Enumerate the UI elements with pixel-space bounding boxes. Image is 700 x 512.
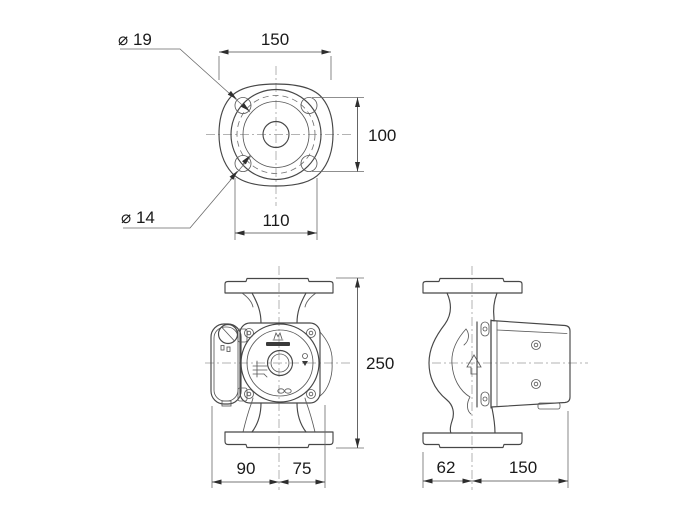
raised-face-inner-circle [242, 101, 310, 168]
callout-hole-inner: ⌀ 14 [121, 155, 252, 229]
dimension-top-width: 150 [218, 30, 332, 80]
dim-label-front-right: 75 [293, 459, 312, 478]
side-top-flange [422, 277, 523, 294]
side-bottom-flange [422, 432, 523, 449]
speed-setting-symbol [252, 360, 268, 378]
front-bottom-shoulders [242, 397, 316, 433]
callout-label-hole-outer: ⌀ 19 [118, 30, 152, 49]
dimension-side-bottom: 62 150 [422, 411, 569, 488]
top-view: 150 100 110 ⌀ 19 ⌀ 14 [118, 30, 396, 240]
dim-label-bolt-spacing: 110 [262, 211, 289, 230]
front-top-flange [224, 277, 334, 294]
plate-screws [244, 328, 316, 399]
knob-tick-1 [220, 345, 225, 351]
side-view: 62 150 [422, 266, 588, 490]
flange-outline [218, 83, 334, 187]
vent-plug-inner [270, 353, 290, 373]
dimension-front-bottom: 90 75 [211, 405, 326, 488]
raised-face-outer-circle [230, 88, 322, 181]
dim-label-side-right: 150 [509, 458, 537, 477]
cable-gland-tab [537, 402, 561, 410]
volute-outline [428, 292, 454, 434]
bolt-hole-top-left [234, 97, 252, 114]
direction-marking-icon [302, 353, 308, 366]
front-view: 250 90 75 [205, 266, 394, 490]
dim-label-side-left: 62 [437, 458, 456, 477]
dimension-bolt-spacing: 110 [234, 178, 318, 240]
dim-label-front-left: 90 [237, 459, 256, 478]
dim-label-front-height: 250 [366, 354, 394, 373]
bolt-hole-top-right [300, 97, 318, 114]
dimension-top-height: 100 [312, 97, 396, 172]
knob-pointer [221, 327, 235, 341]
front-top-neck [251, 292, 307, 324]
callout-hole-outer: ⌀ 19 [118, 30, 251, 113]
terminal-box [210, 323, 248, 407]
stator-plate [239, 322, 321, 404]
dim-label-top-height: 100 [368, 126, 396, 145]
motor-screw-bottom [531, 379, 541, 389]
dim-label-top-width: 150 [261, 30, 289, 49]
side-neck-right [493, 292, 498, 322]
vent-plug-outer [266, 349, 294, 377]
front-bottom-flange [224, 431, 334, 449]
pump-face-inner-circle [246, 329, 314, 397]
volute-inner-contour [451, 328, 472, 415]
dimension-front-height: 250 [336, 277, 394, 449]
callout-label-hole-inner: ⌀ 14 [121, 208, 155, 227]
pump-housing-edge [319, 331, 333, 397]
speed-selector-knob [217, 323, 239, 345]
side-bottom-right [491, 407, 496, 434]
front-bottom-neck [251, 402, 307, 433]
motor-housing [490, 319, 571, 410]
knob-tick-2 [226, 346, 231, 352]
flow-arrow-icon [466, 354, 482, 375]
grundfos-logo [266, 331, 290, 346]
front-top-shoulders [241, 292, 317, 308]
face-bottom-marks [277, 388, 292, 394]
motor-screw-top [531, 340, 541, 350]
bolt-hole-bottom-right [300, 155, 318, 172]
pipe-bore-circle [262, 120, 290, 149]
bolt-circle-dashed [236, 95, 316, 174]
